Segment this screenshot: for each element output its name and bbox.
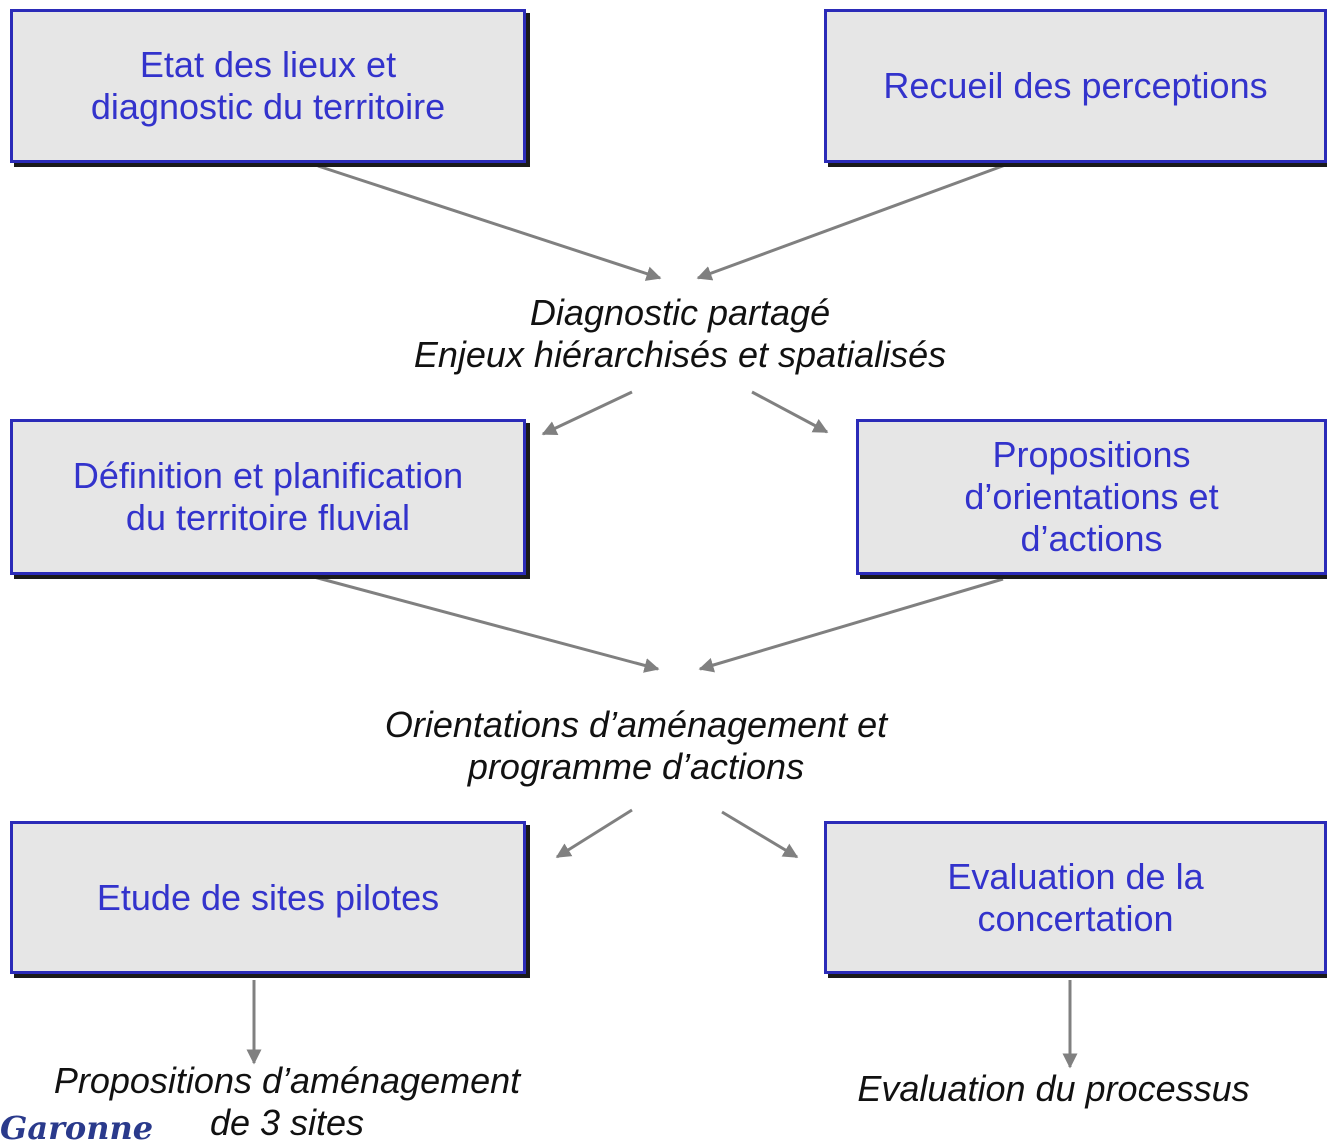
box-evaluation-line-1: Evaluation de la	[947, 855, 1204, 897]
box-etat-des-lieux-line-2: diagnostic du territoire	[90, 86, 446, 127]
box-etude-sites-pilotes: Etude de sites pilotes	[10, 821, 526, 974]
output-orientations-line-2: programme d’actions	[467, 746, 805, 787]
output-propositions-amenagement: Propositions d’aménagement de 3 sites	[0, 1060, 574, 1144]
box-etat-des-lieux: Etat des lieux et diagnostic du territoi…	[10, 9, 526, 163]
box-propositions-line-2: d’orientations et	[964, 476, 1219, 517]
arrow-propositions-to-orientations	[698, 577, 1004, 673]
output-orientations-line-1: Orientations d’aménagement et	[384, 704, 888, 745]
output-orientations-amenagement: Orientations d’aménagement et programme …	[236, 704, 1036, 788]
arrow-recueil-to-diagnostic	[696, 162, 1009, 281]
box-etat-des-lieux-line-1: Etat des lieux et	[139, 44, 397, 85]
garonne-logo: Garonne	[0, 1109, 154, 1145]
output-diagnostic-line-1: Diagnostic partagé	[529, 292, 831, 333]
box-recueil-des-perceptions: Recueil des perceptions	[824, 9, 1327, 163]
arrow-etat-to-diagnostic	[317, 164, 662, 281]
box-recueil-line-1: Recueil des perceptions	[883, 65, 1268, 106]
box-etude-line-1: Etude de sites pilotes	[96, 876, 440, 918]
output-diagnostic-line-2: Enjeux hiérarchisés et spatialisés	[413, 334, 947, 375]
arrow-orientations-to-etude	[555, 808, 633, 859]
box-evaluation-concertation: Evaluation de la concertation	[824, 821, 1327, 974]
output-propositions-amenagement-line-1: Propositions d’aménagement	[53, 1060, 521, 1101]
output-evaluation-processus: Evaluation du processus	[780, 1068, 1327, 1110]
box-evaluation-line-2: concertation	[977, 897, 1174, 939]
output-propositions-amenagement-line-2: de 3 sites	[209, 1102, 365, 1143]
arrow-diagnostic-to-propositions	[751, 390, 829, 434]
box-propositions-orientations: Propositions d’orientations et d’actions	[856, 419, 1327, 575]
box-definition-line-1: Définition et planification	[72, 455, 464, 496]
box-definition-line-2: du territoire fluvial	[125, 497, 411, 538]
arrow-diagnostic-to-definition	[541, 390, 633, 436]
box-propositions-line-3: d’actions	[1020, 518, 1163, 559]
output-diagnostic-partage: Diagnostic partagé Enjeux hiérarchisés e…	[280, 292, 1080, 376]
arrow-definition-to-orientations	[313, 575, 660, 673]
box-propositions-line-1: Propositions	[992, 434, 1191, 475]
arrow-orientations-to-evaluation	[721, 810, 799, 859]
box-definition-planification: Définition et planification du territoir…	[10, 419, 526, 575]
output-evaluation-processus-line-1: Evaluation du processus	[857, 1068, 1250, 1109]
